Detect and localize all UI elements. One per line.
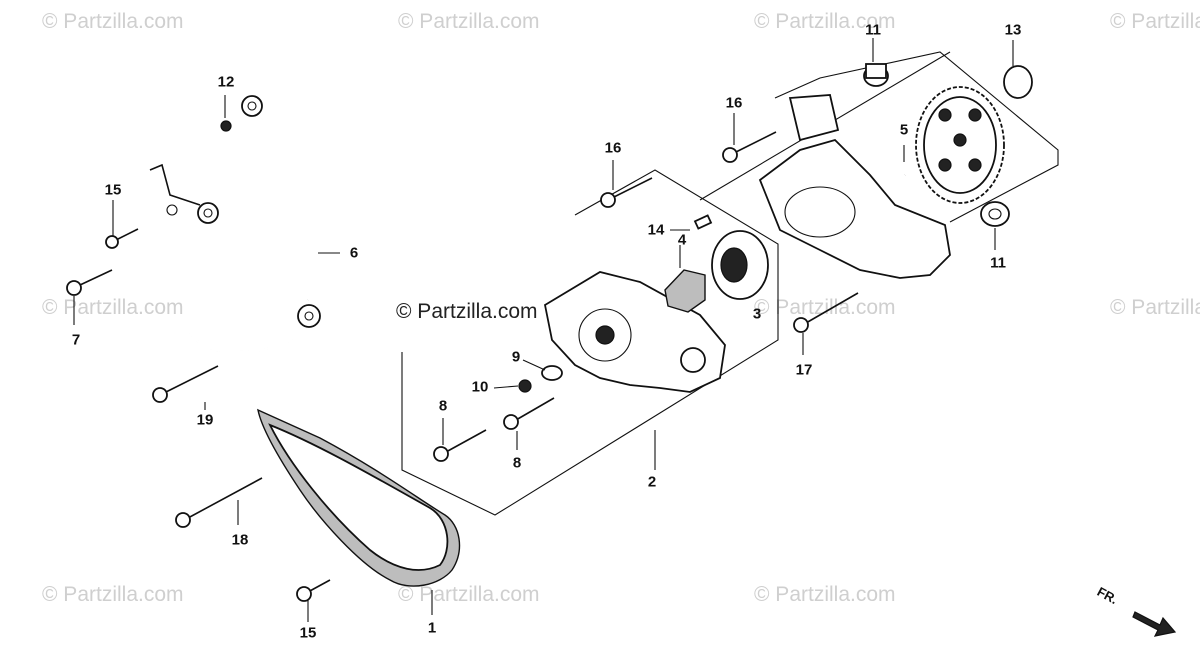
clip-10 — [518, 379, 532, 393]
watermark: © Partzilla.com — [754, 296, 896, 319]
collar-11-upper — [863, 63, 889, 87]
callout-3: 3 — [752, 305, 762, 323]
callout-19: 19 — [196, 411, 214, 429]
callout-11: 11 — [865, 21, 881, 39]
callout-18: 18 — [231, 531, 249, 549]
callout-6: 6 — [349, 244, 359, 262]
callout-2: 2 — [647, 473, 657, 491]
callout-1: 1 — [427, 619, 437, 637]
oil-pipe — [149, 95, 321, 354]
watermark: © Partzilla.com — [754, 10, 896, 33]
bolt-19 — [152, 365, 219, 403]
watermark: © Partzilla.com — [1110, 296, 1200, 319]
pump-gear — [915, 86, 1005, 204]
watermark: © Partzilla.com — [42, 583, 184, 606]
bolt-15-upper — [105, 228, 139, 249]
front-direction-arrow — [1132, 611, 1177, 637]
callout-15: 15 — [104, 181, 122, 199]
assembly-outline-gear — [774, 51, 1059, 223]
pin-14 — [693, 214, 713, 230]
bolt-8-left — [433, 429, 487, 462]
callout-15: 15 — [299, 624, 317, 642]
callout-10: 10 — [471, 378, 489, 396]
callout-12: 12 — [217, 73, 235, 91]
inner-rotor — [664, 269, 706, 313]
assembly-outline-pump — [401, 169, 779, 516]
callout-17: 17 — [795, 361, 813, 379]
center-watermark: © Partzilla.com — [396, 300, 538, 323]
callout-8: 8 — [512, 454, 522, 472]
bolt-16-upper — [722, 131, 777, 163]
callout-14: 14 — [647, 221, 665, 239]
watermark: © Partzilla.com — [42, 10, 184, 33]
callout-9: 9 — [511, 348, 521, 366]
callout-13: 13 — [1004, 21, 1022, 39]
pump-body — [543, 271, 726, 393]
washer-12 — [220, 120, 232, 132]
callout-4: 4 — [677, 231, 687, 249]
watermark: © Partzilla.com — [398, 10, 540, 33]
collar-11-lower — [980, 201, 1010, 227]
bolt-17 — [793, 292, 859, 333]
bolt-18 — [175, 477, 263, 528]
bolt-7 — [66, 269, 113, 296]
watermark: © Partzilla.com — [42, 296, 184, 319]
callout-7: 7 — [71, 331, 81, 349]
o-ring-13 — [1003, 65, 1033, 99]
bolt-16-lower — [600, 177, 653, 208]
bolt-15-lower — [296, 579, 331, 602]
watermark: © Partzilla.com — [754, 583, 896, 606]
callout-16: 16 — [604, 139, 622, 157]
watermark: © Partzilla.com — [398, 583, 540, 606]
callout-8: 8 — [438, 397, 448, 415]
outer-rotor — [711, 230, 769, 300]
bolt-8-right — [503, 397, 555, 430]
washer-9 — [541, 365, 563, 381]
callout-11: 11 — [990, 254, 1006, 272]
callout-5: 5 — [899, 121, 909, 139]
callout-16: 16 — [725, 94, 743, 112]
watermark: © Partzilla.com — [1110, 10, 1200, 33]
